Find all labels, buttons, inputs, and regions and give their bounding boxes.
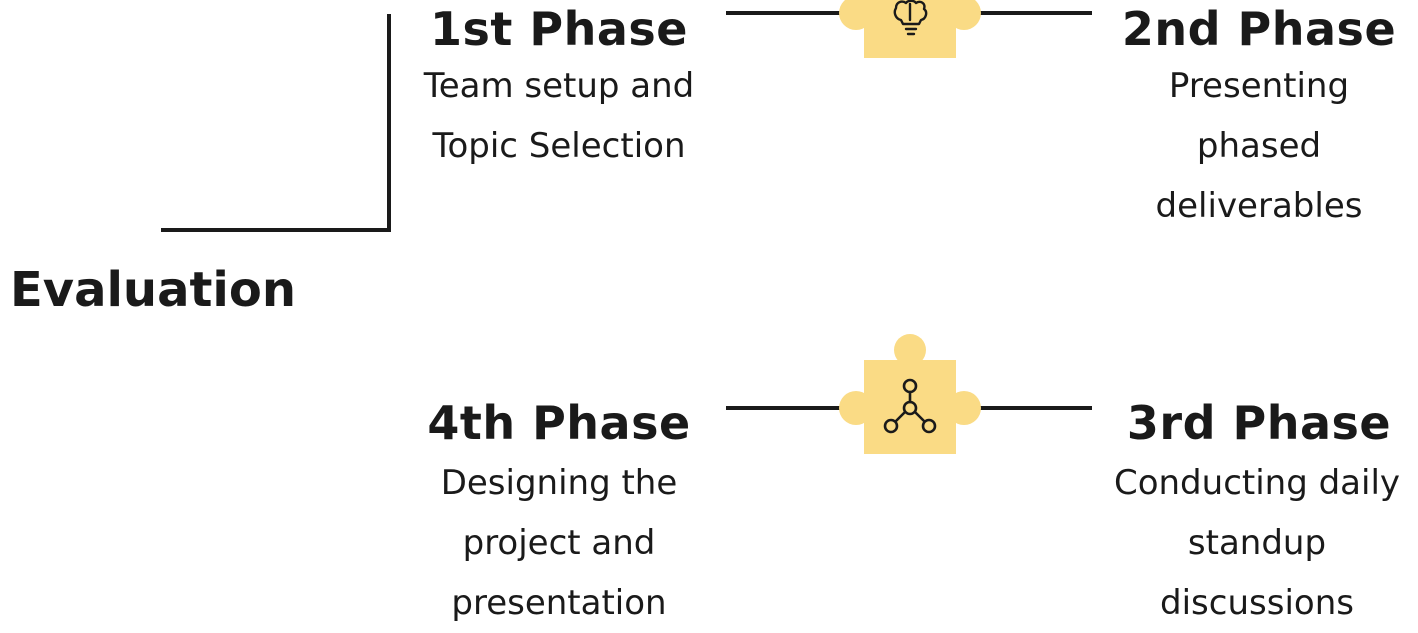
brain-lightbulb-icon xyxy=(893,0,928,36)
evaluation-bracket-horizontal xyxy=(161,228,391,232)
phase-3-line: discussions xyxy=(1160,583,1354,623)
puzzle-piece-bottom xyxy=(839,334,981,454)
phase-1-line: Topic Selection xyxy=(432,126,686,166)
connector-top-left xyxy=(726,11,846,15)
network-nodes-icon xyxy=(883,378,937,434)
phase-1-description: Team setup and Topic Selection xyxy=(390,56,728,176)
phase-3-line: Conducting daily xyxy=(1113,463,1401,503)
phase-1-line: Team setup and xyxy=(423,66,695,106)
connector-bottom-left xyxy=(726,406,846,410)
connector-bottom-right xyxy=(972,406,1092,410)
phase-2-line: Presenting xyxy=(1168,66,1350,106)
phase-2-line: deliverables xyxy=(1155,186,1363,226)
evaluation-bracket-vertical xyxy=(387,14,391,232)
phase-4-title: 4th Phase xyxy=(427,396,691,450)
evaluation-title: Evaluation xyxy=(10,262,297,318)
puzzle-shape xyxy=(839,334,981,454)
phase-2-title: 2nd Phase xyxy=(1121,2,1397,56)
phase-3-line: standup xyxy=(1187,523,1327,563)
puzzle-piece-top xyxy=(839,0,981,58)
phase-4-line: project and xyxy=(462,523,656,563)
phase-2-line: phased xyxy=(1196,126,1322,166)
phase-3-description: Conducting daily standup discussions xyxy=(1096,453,1418,633)
connector-top-right xyxy=(972,11,1092,15)
phase-4-description: Designing the project and presentation xyxy=(390,453,728,633)
phase-4-line: Designing the xyxy=(440,463,678,503)
phase-2-description: Presenting phased deliverables xyxy=(1100,56,1418,236)
phase-1-title: 1st Phase xyxy=(430,2,688,56)
phase-3-title: 3rd Phase xyxy=(1126,396,1392,450)
phase-4-line: presentation xyxy=(451,583,667,623)
